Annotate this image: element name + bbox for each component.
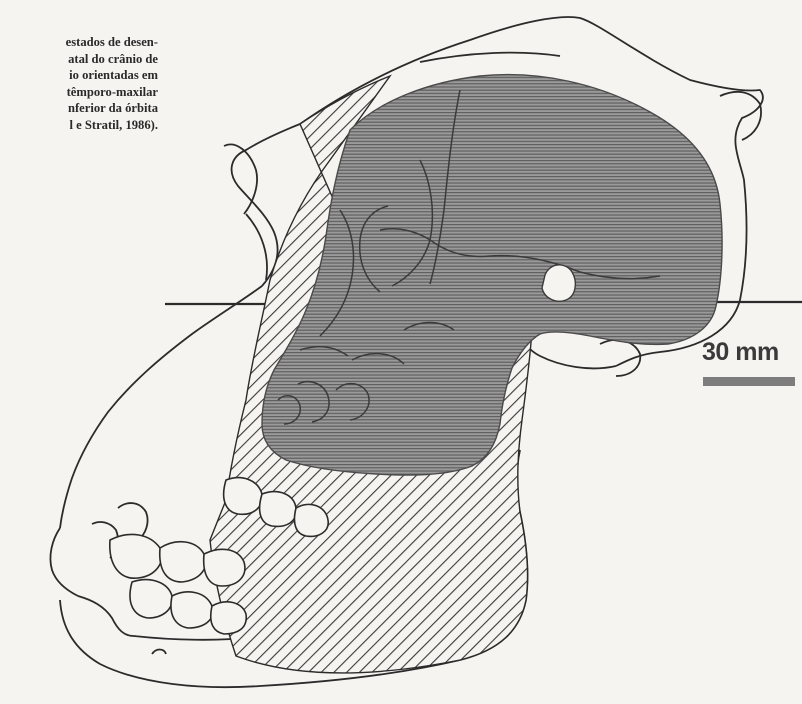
caption-line: l e Stratil, 1986). xyxy=(0,117,158,134)
scale-bar-label: 30 mm xyxy=(702,338,779,367)
caption-line: têmporo-maxilar xyxy=(0,84,158,101)
scale-bar xyxy=(703,377,795,386)
caption-line: estados de desen- xyxy=(0,34,158,51)
caption-line: io orientadas em xyxy=(0,67,158,84)
caption-line: atal do crânio de xyxy=(0,51,158,68)
caption-line: nferior da órbita xyxy=(0,100,158,117)
ear-opening xyxy=(542,265,575,301)
figure-caption: estados de desen- atal do crânio de io o… xyxy=(0,34,158,134)
